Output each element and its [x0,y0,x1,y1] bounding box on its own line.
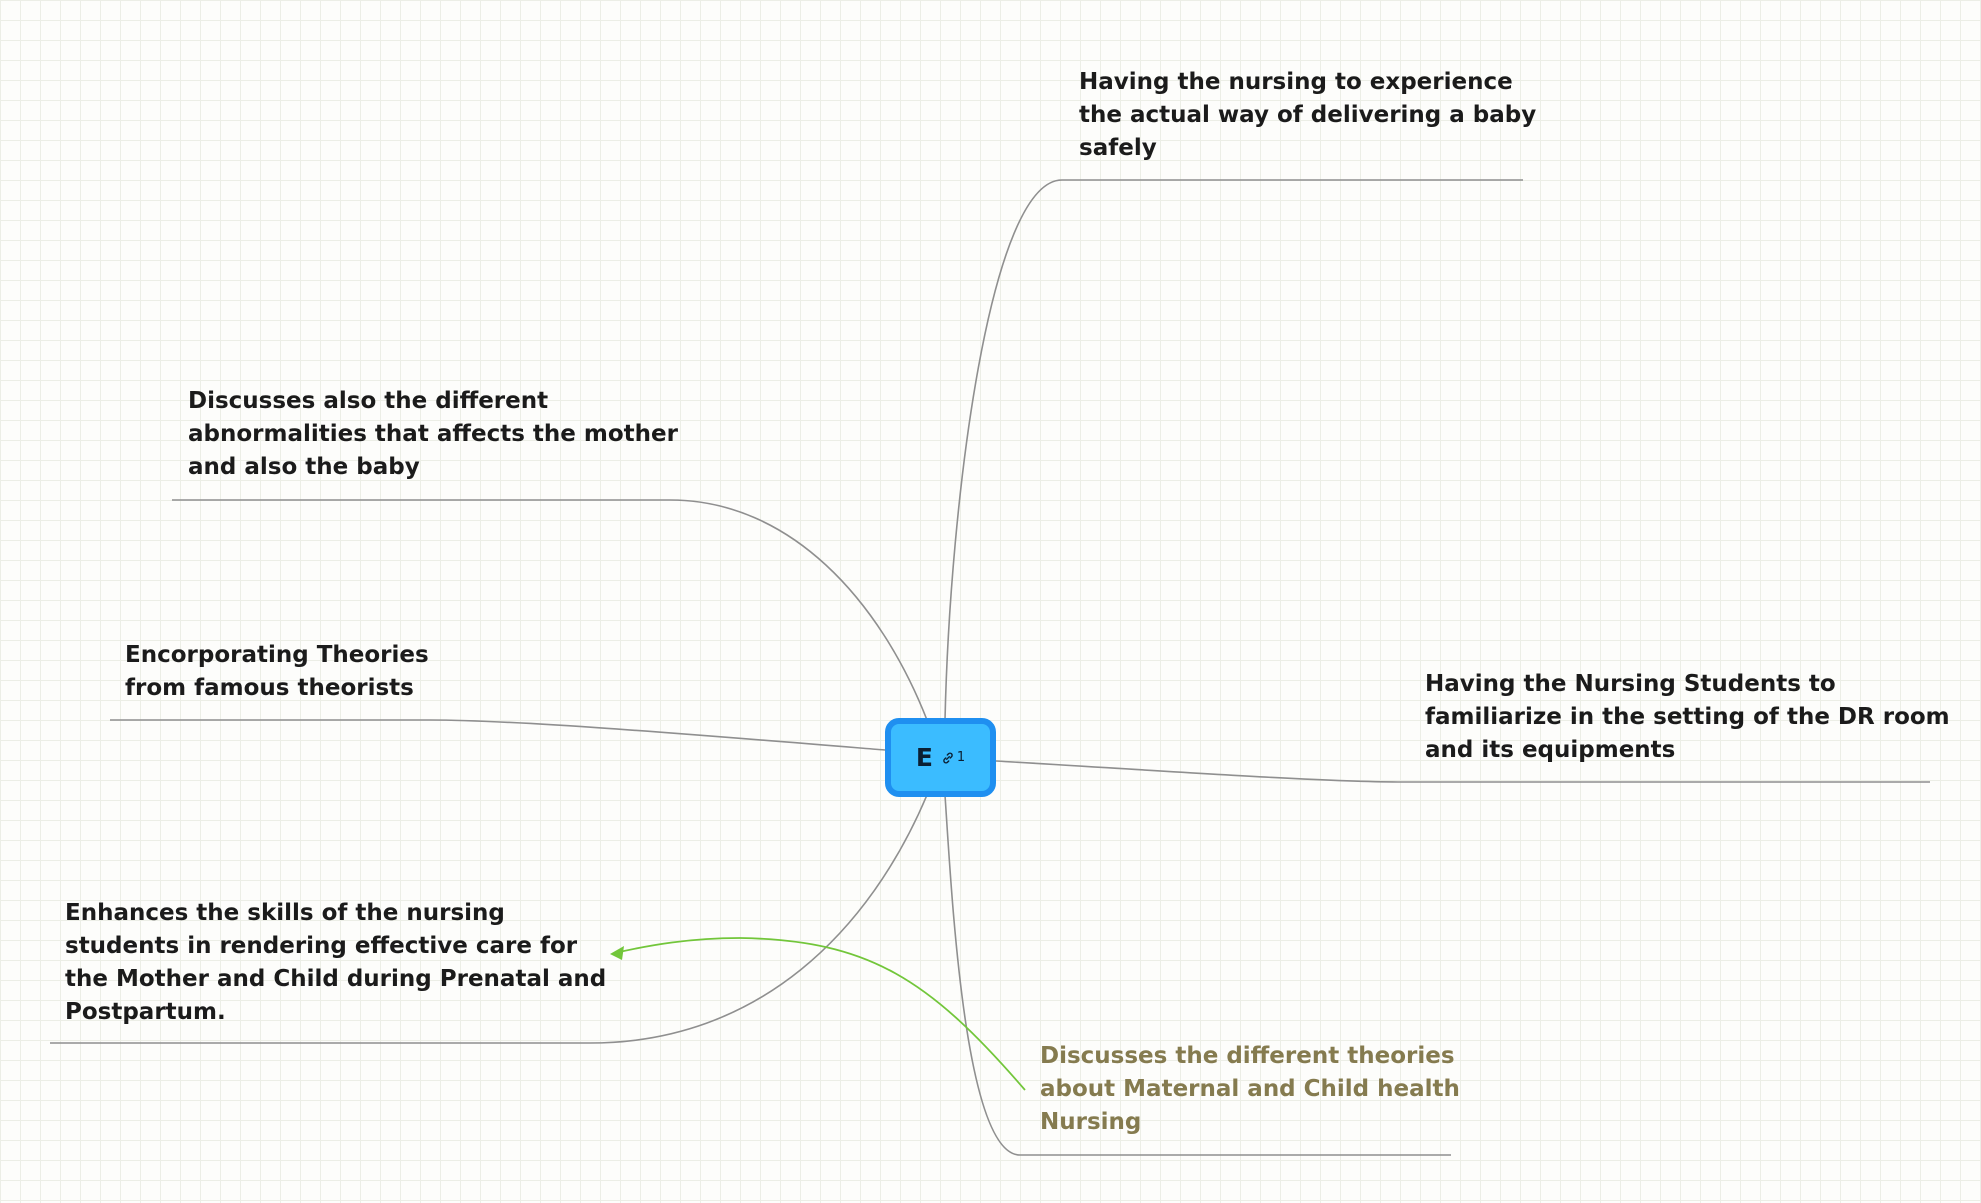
link-badge[interactable]: 1 [941,750,965,765]
topic-line: abnormalities that affects the mother [188,421,678,447]
topic-delivering[interactable]: Having the nursing to experience the act… [1079,66,1536,165]
edge-dr-room [995,760,1930,783]
topic-dr-room[interactable]: Having the Nursing Students to familiari… [1425,668,1950,767]
topic-line: the actual way of delivering a baby [1079,102,1537,128]
topic-line: students in rendering effective care for [65,933,578,959]
topic-theories-famous[interactable]: Encorporating Theories from famous theor… [125,639,429,705]
topic-skills[interactable]: Enhances the skills of the nursing stude… [65,897,606,1029]
topic-line: Having the Nursing Students to [1425,671,1836,697]
edge-theories-mch [944,794,1451,1156]
topic-line: Postpartum. [65,999,226,1025]
relationship-arrow[interactable] [614,937,1026,1091]
topic-line: safely [1079,135,1157,161]
edge-skills [50,794,928,1044]
central-topic[interactable]: E 1 [885,718,996,797]
topic-line: from famous theorists [125,675,414,701]
topic-line: Discusses also the different [188,388,549,414]
topic-theories-mch[interactable]: Discusses the different theories about M… [1040,1040,1460,1139]
topic-line: Discusses the different theories [1040,1043,1455,1069]
topic-line: Encorporating Theories [125,642,429,668]
link-count: 1 [956,750,966,765]
topic-line: the Mother and Child during Prenatal and [65,966,607,992]
topic-line: and its equipments [1425,737,1676,763]
topic-line: Enhances the skills of the nursing [65,900,505,926]
edge-delivering [944,179,1523,721]
topic-line: Having the nursing to experience [1079,69,1513,95]
topic-abnormalities[interactable]: Discusses also the different abnormaliti… [188,385,678,484]
central-topic-label: E [915,743,933,772]
link-icon [943,752,953,763]
topic-line: and also the baby [188,454,420,480]
relationship-arrowhead [610,946,624,960]
topic-line: about Maternal and Child health [1040,1076,1460,1102]
edge-abnormalities [172,499,928,721]
topic-line: familiarize in the setting of the DR roo… [1425,704,1950,730]
topic-line: Nursing [1040,1109,1142,1135]
edge-theories-famous [110,719,886,751]
